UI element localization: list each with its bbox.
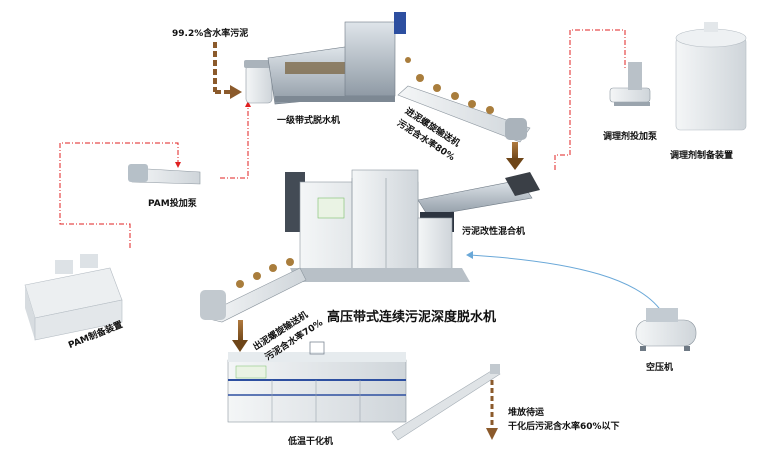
label-air-compressor: 空压机	[646, 363, 674, 373]
outlet-screw-conveyor	[200, 258, 307, 323]
pam-preparation-unit	[24, 254, 123, 341]
conditioner-dosing-pump	[609, 62, 651, 106]
storage-down-arrow	[486, 380, 498, 440]
feed-down-arrow	[506, 142, 524, 170]
label-primary-dewaterer: 一级带式脱水机	[277, 116, 341, 126]
label-dryer: 低温干化机	[288, 437, 334, 447]
sludge-input-arrow	[213, 42, 242, 99]
label-conditioner-unit: 调理剂制备装置	[670, 151, 734, 161]
label-dosing-pump: 调理剂投加泵	[603, 132, 658, 142]
pam-pipeline	[59, 29, 626, 248]
label-storage-moisture: 干化后污泥含水率60%以下	[508, 422, 620, 432]
air-line	[469, 254, 663, 313]
conditioner-tank	[675, 22, 747, 131]
air-compressor-unit	[635, 308, 697, 351]
outlet-down-arrow	[232, 320, 248, 352]
modification-mixer	[417, 172, 540, 232]
high-pressure-belt-press	[285, 169, 470, 282]
air-line-arrowhead	[466, 251, 473, 259]
label-pam-pump: PAM投加泵	[148, 199, 197, 209]
label-storage: 堆放待运	[508, 408, 545, 418]
label-sludge-input: 99.2%含水率污泥	[172, 29, 249, 39]
pam-dosing-pump	[128, 164, 201, 185]
label-main-machine: 高压带式连续污泥深度脱水机	[327, 310, 497, 325]
discharge-conveyor	[391, 364, 501, 441]
low-temp-dryer	[227, 341, 407, 423]
feed-screw-conveyor	[397, 57, 531, 143]
pipe-arrowheads	[175, 101, 251, 168]
label-mixer: 污泥改性混合机	[462, 227, 526, 237]
primary-belt-dewaterer	[244, 12, 406, 105]
